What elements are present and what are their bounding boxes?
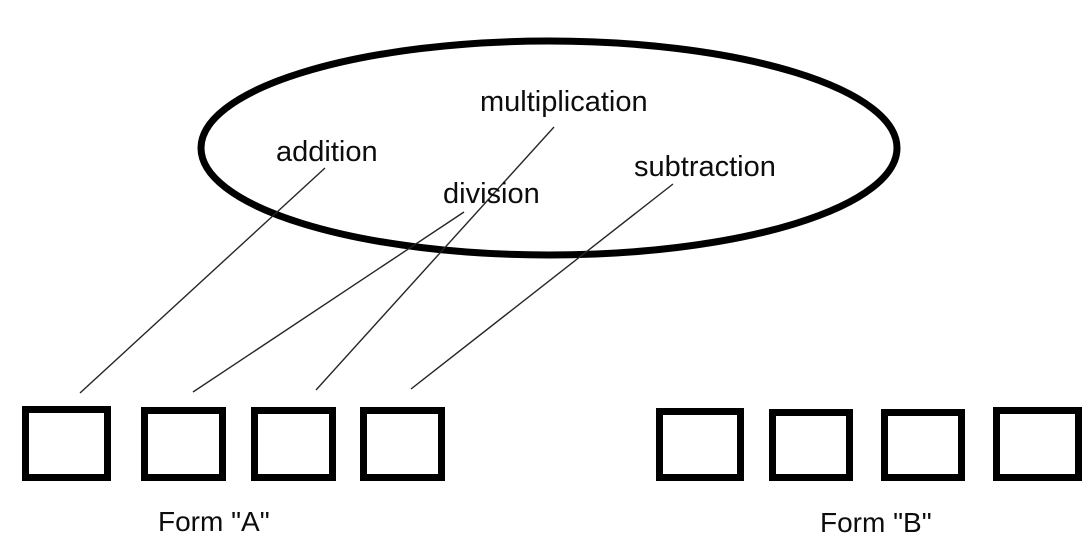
operation-label-subtraction: subtraction bbox=[634, 151, 776, 183]
form-a-field-3[interactable] bbox=[251, 407, 336, 481]
operations-ellipse bbox=[197, 37, 901, 259]
operation-label-multiplication: multiplication bbox=[480, 86, 648, 118]
form-a-field-1[interactable] bbox=[22, 406, 111, 481]
operation-label-division: division bbox=[443, 178, 540, 210]
form-a-label: Form "A" bbox=[158, 506, 270, 537]
form-b-field-1[interactable] bbox=[656, 408, 744, 481]
form-a-field-4[interactable] bbox=[360, 407, 445, 481]
connector-line-multiplication bbox=[315, 126, 555, 391]
connector-line-subtraction bbox=[410, 183, 674, 390]
form-a-field-2[interactable] bbox=[141, 407, 226, 481]
connector-lines bbox=[79, 126, 674, 394]
form-b-label: Form "B" bbox=[820, 507, 932, 538]
connector-line-addition bbox=[79, 167, 326, 394]
form-b-field-2[interactable] bbox=[769, 409, 853, 481]
form-b-field-4[interactable] bbox=[993, 407, 1082, 481]
connector-line-division bbox=[192, 211, 465, 393]
operation-label-addition: addition bbox=[276, 136, 378, 168]
form-b-field-3[interactable] bbox=[881, 409, 965, 481]
